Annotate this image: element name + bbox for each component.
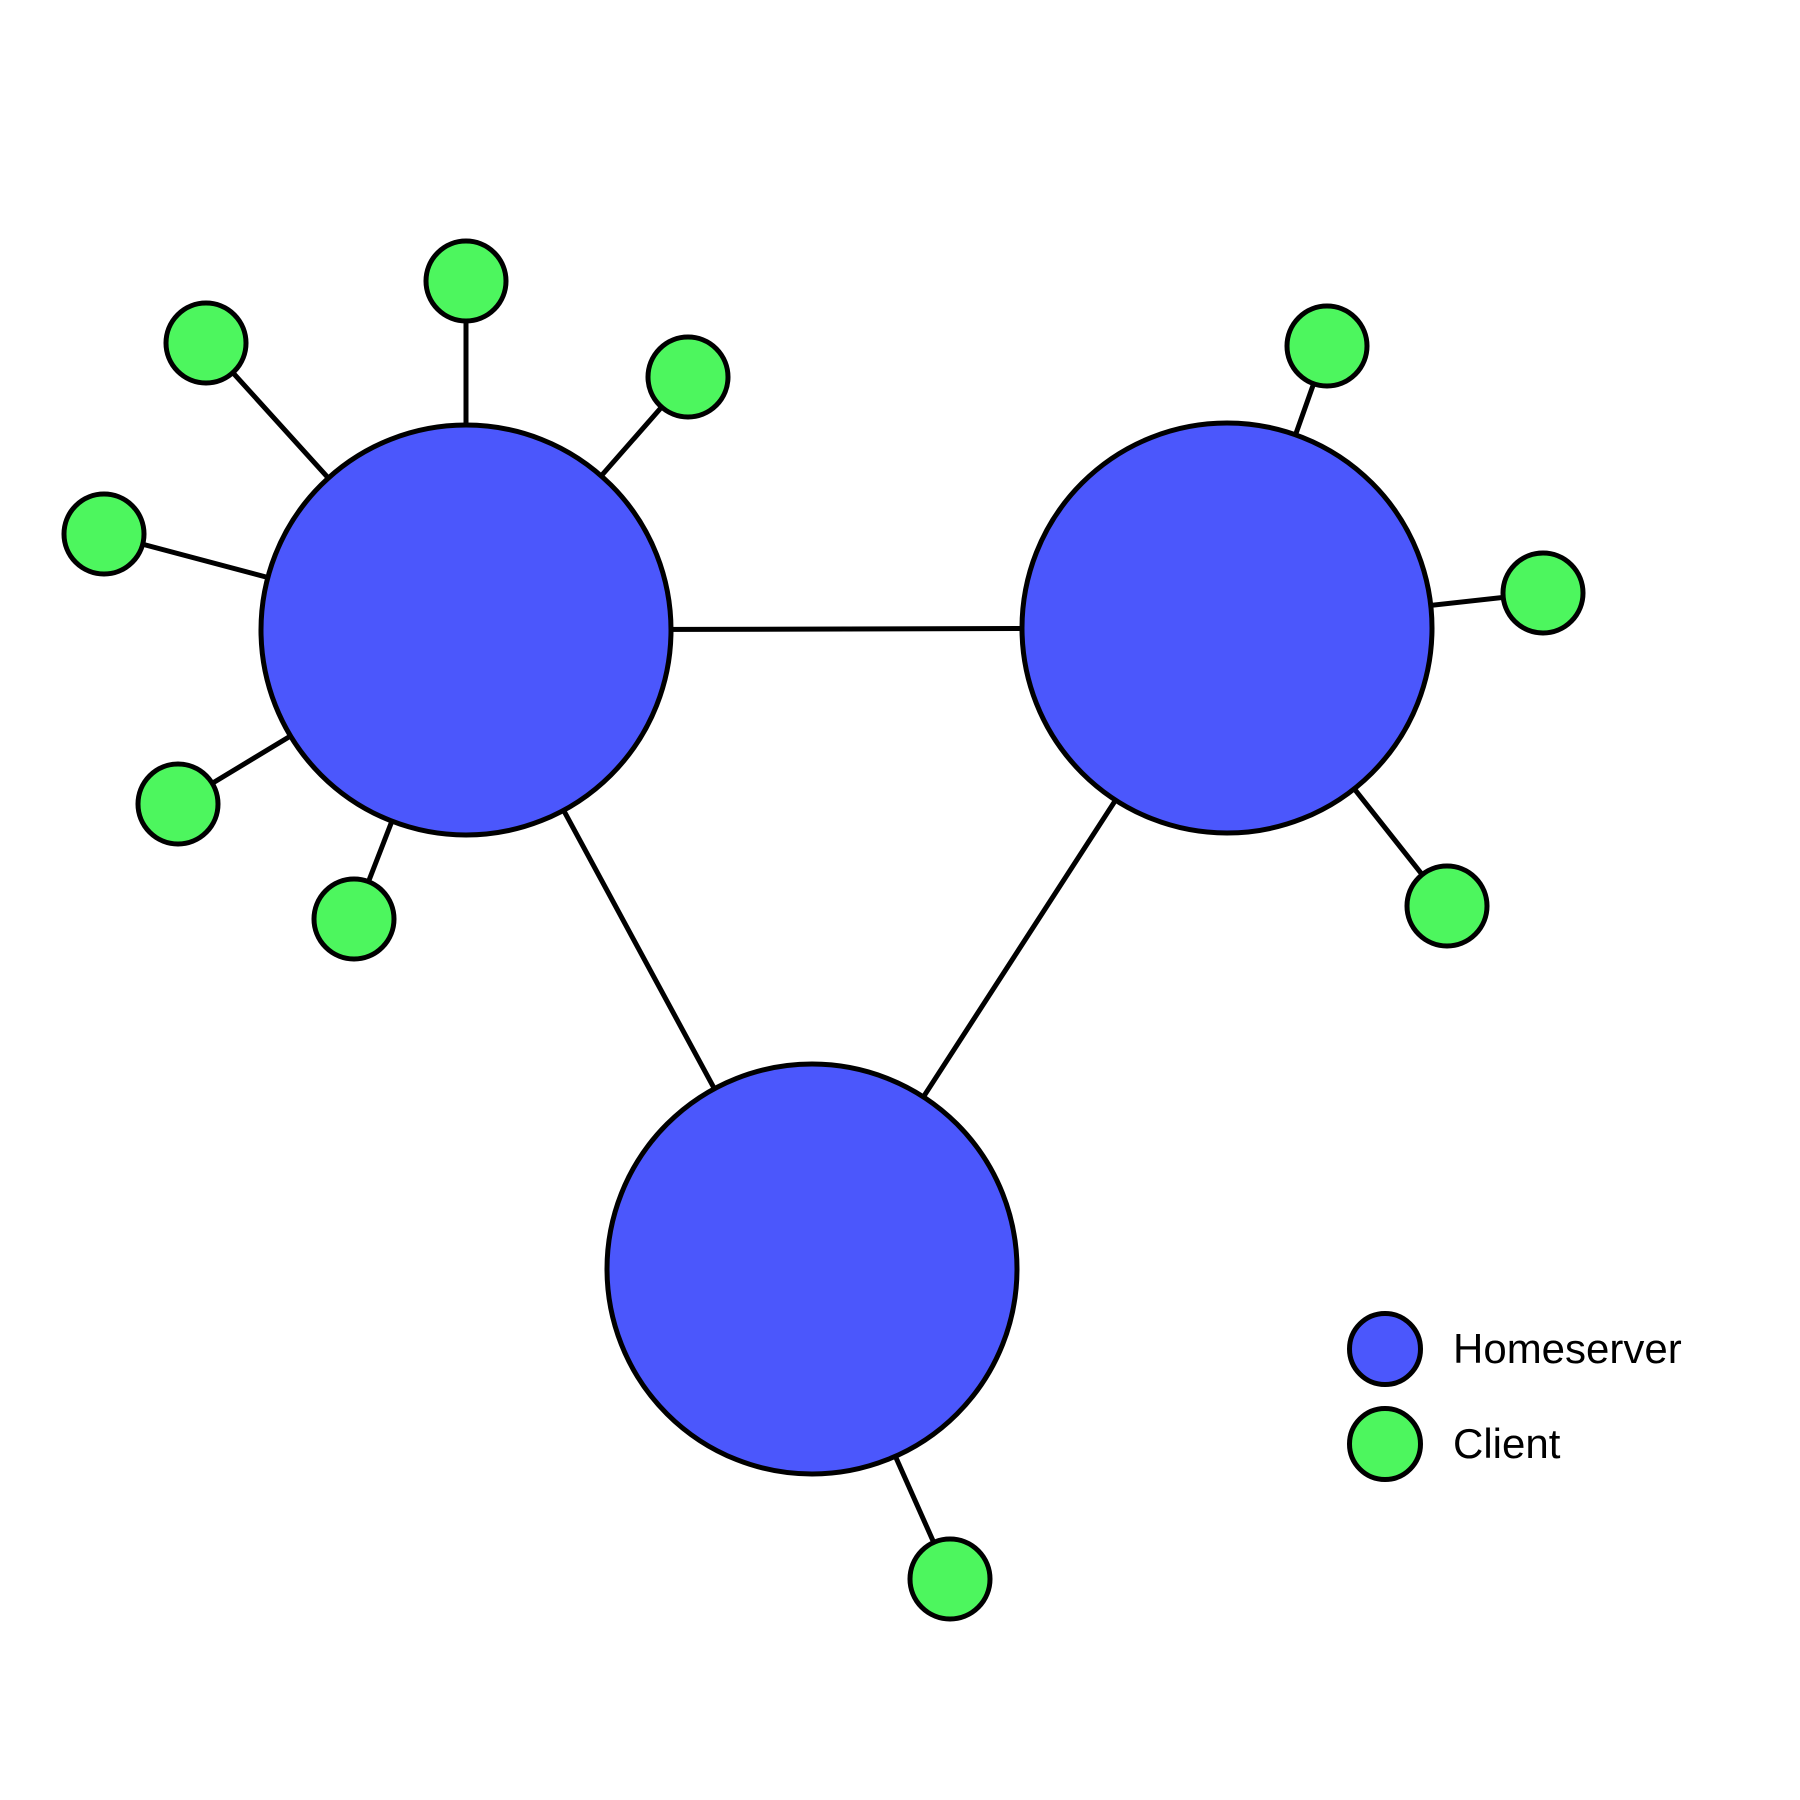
homeserver-2	[1019, 420, 1435, 836]
client-3	[61, 491, 147, 577]
client-2	[163, 300, 249, 386]
client-10	[907, 1536, 993, 1622]
client-9	[1404, 863, 1490, 949]
legend-item-client: Client	[1347, 1406, 1682, 1482]
homeserver-legend-label: Homeserver	[1453, 1325, 1682, 1372]
legend-item-homeserver: Homeserver	[1347, 1311, 1682, 1387]
client-4	[135, 761, 221, 847]
client-8	[1500, 550, 1586, 636]
client-6	[645, 334, 731, 420]
homeserver-legend-swatch	[1347, 1311, 1423, 1387]
legend: Homeserver Client	[1347, 1311, 1682, 1501]
client-7	[1284, 303, 1370, 389]
homeserver-3	[604, 1061, 1020, 1477]
client-1	[423, 238, 509, 324]
client-legend-label: Client	[1453, 1420, 1561, 1467]
client-legend-swatch	[1347, 1406, 1423, 1482]
client-5	[311, 876, 397, 962]
homeserver-1	[258, 422, 674, 838]
